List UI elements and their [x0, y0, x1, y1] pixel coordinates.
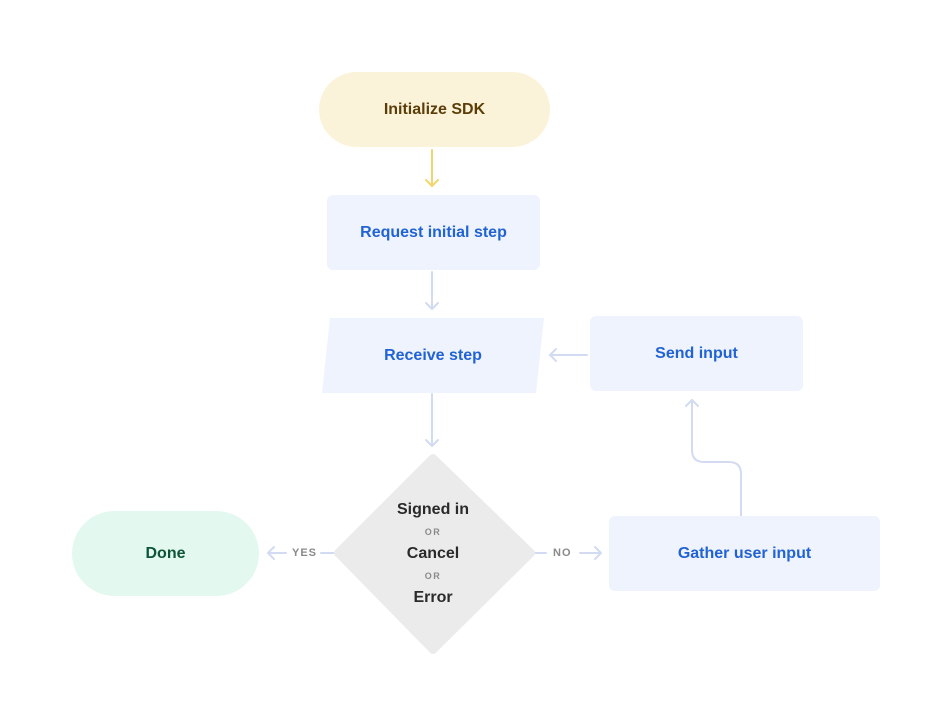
decision-or-separator: OR	[424, 571, 442, 581]
receive-step-label: Receive step	[384, 346, 482, 364]
decision-error: Error	[413, 589, 453, 606]
request-initial-step-label: Request initial step	[360, 223, 507, 241]
edge-label-yes: YES	[292, 547, 318, 559]
arrow-send-to-receive	[549, 348, 588, 362]
decision-cancel: Cancel	[406, 545, 460, 562]
initialize-sdk-label: Initialize SDK	[383, 100, 486, 118]
decision-diamond	[334, 454, 535, 654]
done-label: Done	[145, 544, 186, 562]
gather-user-input-label: Gather user input	[677, 544, 812, 562]
arrow-request-to-receive	[425, 271, 439, 310]
done-node: Done	[72, 511, 259, 596]
arrow-initialize-to-request	[425, 149, 439, 187]
edge-label-no: NO	[553, 547, 572, 559]
decision-or-separator: OR	[424, 527, 442, 537]
arrow-decision-to-done	[267, 546, 337, 560]
arrow-gather-to-send	[685, 399, 742, 517]
receive-step-node: Receive step	[322, 318, 544, 393]
initialize-sdk-node: Initialize SDK	[319, 72, 550, 147]
decision-node-text: Signed in OR Cancel OR Error	[372, 500, 494, 608]
send-input-label: Send input	[655, 344, 738, 362]
receive-step-shape	[322, 318, 544, 393]
request-initial-step-node: Request initial step	[327, 195, 540, 270]
send-input-node: Send input	[590, 316, 803, 391]
gather-user-input-node: Gather user input	[609, 516, 880, 591]
decision-signed-in: Signed in	[397, 501, 469, 518]
arrow-receive-to-decision	[425, 393, 439, 447]
